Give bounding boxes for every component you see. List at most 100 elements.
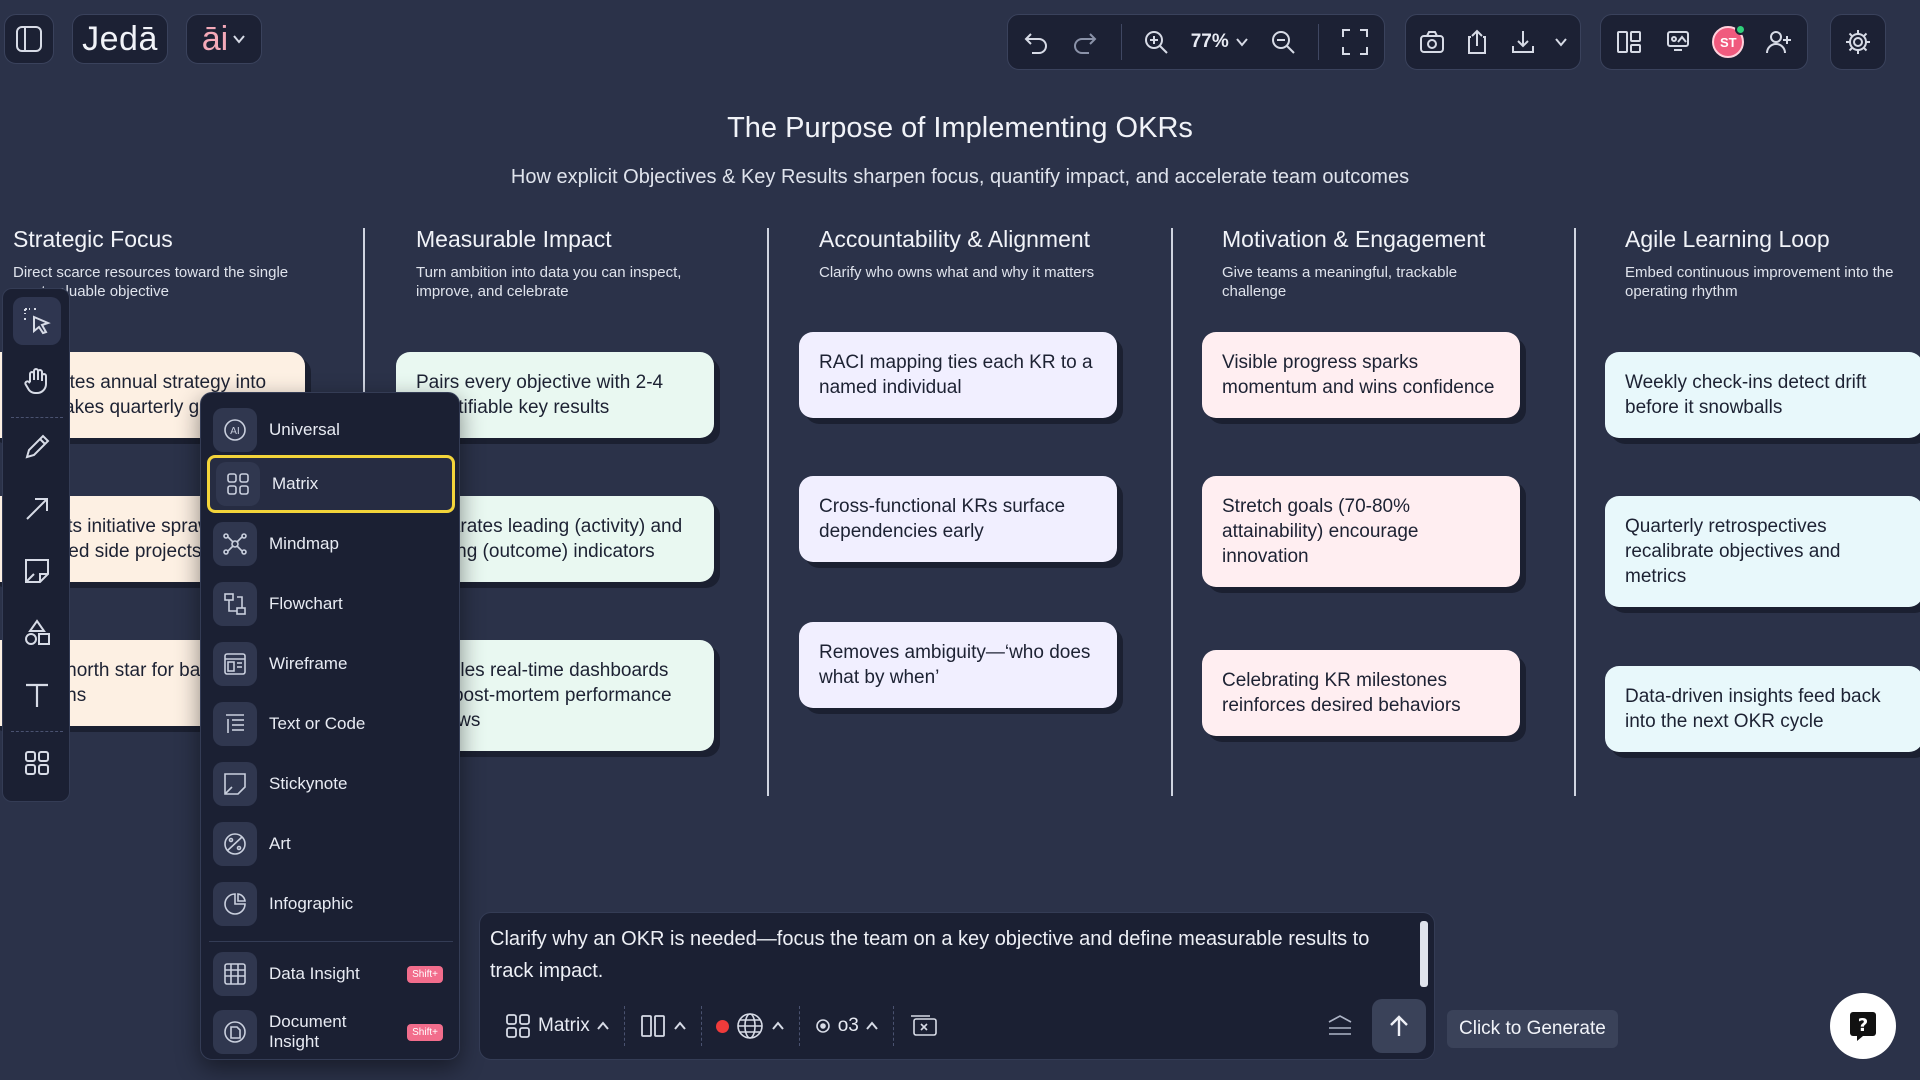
sticky-note-icon [25, 559, 49, 583]
select-cursor-icon [24, 308, 51, 335]
menu-item-infographic[interactable]: Infographic [207, 875, 455, 933]
menu-item-art[interactable]: Art [207, 815, 455, 873]
options-divider [892, 1006, 894, 1046]
attach-context-button[interactable] [894, 1005, 954, 1047]
generation-type-selector[interactable]: Matrix [490, 1005, 624, 1047]
chevron-down-icon[interactable] [1554, 35, 1568, 49]
column-title: Strategic Focus [13, 226, 173, 252]
help-button[interactable]: ? [1830, 993, 1896, 1059]
svg-text:?: ? [1858, 1015, 1868, 1036]
matrix-card[interactable]: RACI mapping ties each KR to a named ind… [799, 332, 1117, 418]
menu-item-label: Matrix [272, 474, 319, 493]
avatar[interactable]: ST [1712, 24, 1747, 58]
undo-icon[interactable] [1022, 28, 1050, 56]
generation-type-menu: AI Universal Matrix Mindmap Flowchart Wi… [200, 392, 460, 1060]
share-toolbar [1405, 14, 1581, 70]
menu-item-label: Data Insight [269, 964, 360, 983]
menu-item-data-insight[interactable]: Data Insight Shift+ [207, 945, 455, 1003]
sidebar-toggle-button[interactable] [4, 14, 54, 64]
present-icon[interactable] [1664, 28, 1692, 56]
pencil-icon [25, 434, 50, 459]
settings-button[interactable] [1830, 14, 1886, 70]
pan-tool[interactable] [13, 357, 61, 405]
arrow-tool[interactable] [13, 485, 61, 533]
select-tool[interactable] [13, 297, 61, 345]
ai-label: āi [201, 19, 229, 58]
matrix-card[interactable]: Cross-functional KRs surface dependencie… [799, 476, 1117, 562]
context-window-icon [910, 1015, 937, 1036]
generate-button[interactable] [1372, 999, 1426, 1053]
fit-screen-icon[interactable] [1340, 27, 1370, 57]
menu-item-flowchart[interactable]: Flowchart [207, 575, 455, 633]
matrix-card[interactable]: Data-driven insights feed back into the … [1605, 666, 1920, 752]
menu-item-label: Art [269, 834, 291, 853]
generation-type-label: Matrix [538, 1015, 590, 1036]
column-divider [1574, 228, 1576, 796]
menu-item-text-or-code[interactable]: Text or Code [207, 695, 455, 753]
shapes-tool[interactable] [13, 609, 61, 657]
prompt-scrollbar[interactable] [1420, 921, 1428, 987]
options-divider [798, 1006, 800, 1046]
text-tool[interactable] [13, 671, 61, 719]
online-status-dot [1735, 24, 1747, 35]
wireframe-icon [213, 642, 257, 686]
app-logo-text: Jedā [82, 19, 158, 58]
model-selector[interactable]: o3 [800, 1005, 893, 1047]
matrix-icon [216, 462, 260, 506]
matrix-card[interactable]: Weekly check-ins detect drift before it … [1605, 352, 1920, 438]
card-text: Enables real-time dashboards and post-mo… [416, 660, 672, 731]
layout-panels-icon[interactable] [1615, 28, 1643, 56]
menu-item-matrix[interactable]: Matrix [207, 455, 455, 513]
camera-icon[interactable] [1418, 28, 1446, 56]
redo-icon[interactable] [1071, 28, 1099, 56]
add-user-icon[interactable] [1765, 28, 1793, 56]
column-measurable-impact: Measurable Impact Turn ambition into dat… [416, 226, 716, 301]
app-logo[interactable]: Jedā [72, 14, 168, 64]
stickynote-tool[interactable] [13, 547, 61, 595]
column-agile-learning-loop: Agile Learning Loop Embed continuous imp… [1625, 226, 1920, 301]
ai-icon: AI [213, 408, 257, 452]
shortcut-badge: Shift+ [407, 965, 443, 983]
zoom-out-icon[interactable] [1270, 29, 1296, 55]
download-icon[interactable] [1509, 28, 1537, 56]
menu-item-label: Document Insight [269, 1012, 347, 1051]
web-search-selector[interactable] [702, 1005, 799, 1047]
column-divider [767, 228, 769, 796]
card-text: Stretch goals (70-80% attainability) enc… [1222, 496, 1419, 567]
menu-item-label: Mindmap [269, 534, 339, 553]
infographic-icon [213, 882, 257, 926]
zoom-level-dropdown[interactable]: 77% [1191, 31, 1249, 53]
column-accountability-alignment: Accountability & Alignment Clarify who o… [819, 226, 1119, 282]
pen-tool[interactable] [13, 423, 61, 471]
matrix-card[interactable]: Celebrating KR milestones reinforces des… [1202, 650, 1520, 736]
zoom-in-icon[interactable] [1143, 29, 1169, 55]
ai-menu-button[interactable]: āi [186, 14, 262, 64]
menu-item-wireframe[interactable]: Wireframe [207, 635, 455, 693]
components-tool[interactable] [13, 739, 61, 787]
menu-item-mindmap[interactable]: Mindmap [207, 515, 455, 573]
help-icon: ? [1850, 1012, 1876, 1041]
globe-www-icon [736, 1013, 763, 1039]
layers-icon[interactable] [1326, 1013, 1354, 1044]
column-title: Measurable Impact [416, 226, 612, 252]
options-divider [700, 1006, 702, 1046]
matrix-card[interactable]: Visible progress sparks momentum and win… [1202, 332, 1520, 418]
card-text: RACI mapping ties each KR to a named ind… [819, 352, 1093, 398]
upload-icon[interactable] [1463, 28, 1491, 56]
flowchart-icon [213, 582, 257, 626]
art-icon [213, 822, 257, 866]
canvas-toolbar: 77% [1007, 14, 1385, 70]
layout-selector[interactable] [625, 1005, 701, 1047]
card-text: Celebrating KR milestones reinforces des… [1222, 670, 1461, 716]
model-label: o3 [837, 1015, 859, 1036]
grid-icon [25, 751, 49, 775]
matrix-card[interactable]: Removes ambiguity—‘who does what by when… [799, 622, 1117, 708]
menu-item-document-insight[interactable]: Document Insight Shift+ [207, 1003, 455, 1061]
prompt-input[interactable]: Clarify why an OKR is needed—focus the t… [490, 928, 1370, 982]
menu-item-universal[interactable]: AI Universal [207, 401, 455, 459]
matrix-card[interactable]: Stretch goals (70-80% attainability) enc… [1202, 476, 1520, 587]
matrix-card[interactable]: Quarterly retrospectives recalibrate obj… [1605, 496, 1920, 607]
menu-item-stickynote[interactable]: Stickynote [207, 755, 455, 813]
stickynote-icon [213, 762, 257, 806]
menu-item-label: Universal [269, 420, 340, 439]
